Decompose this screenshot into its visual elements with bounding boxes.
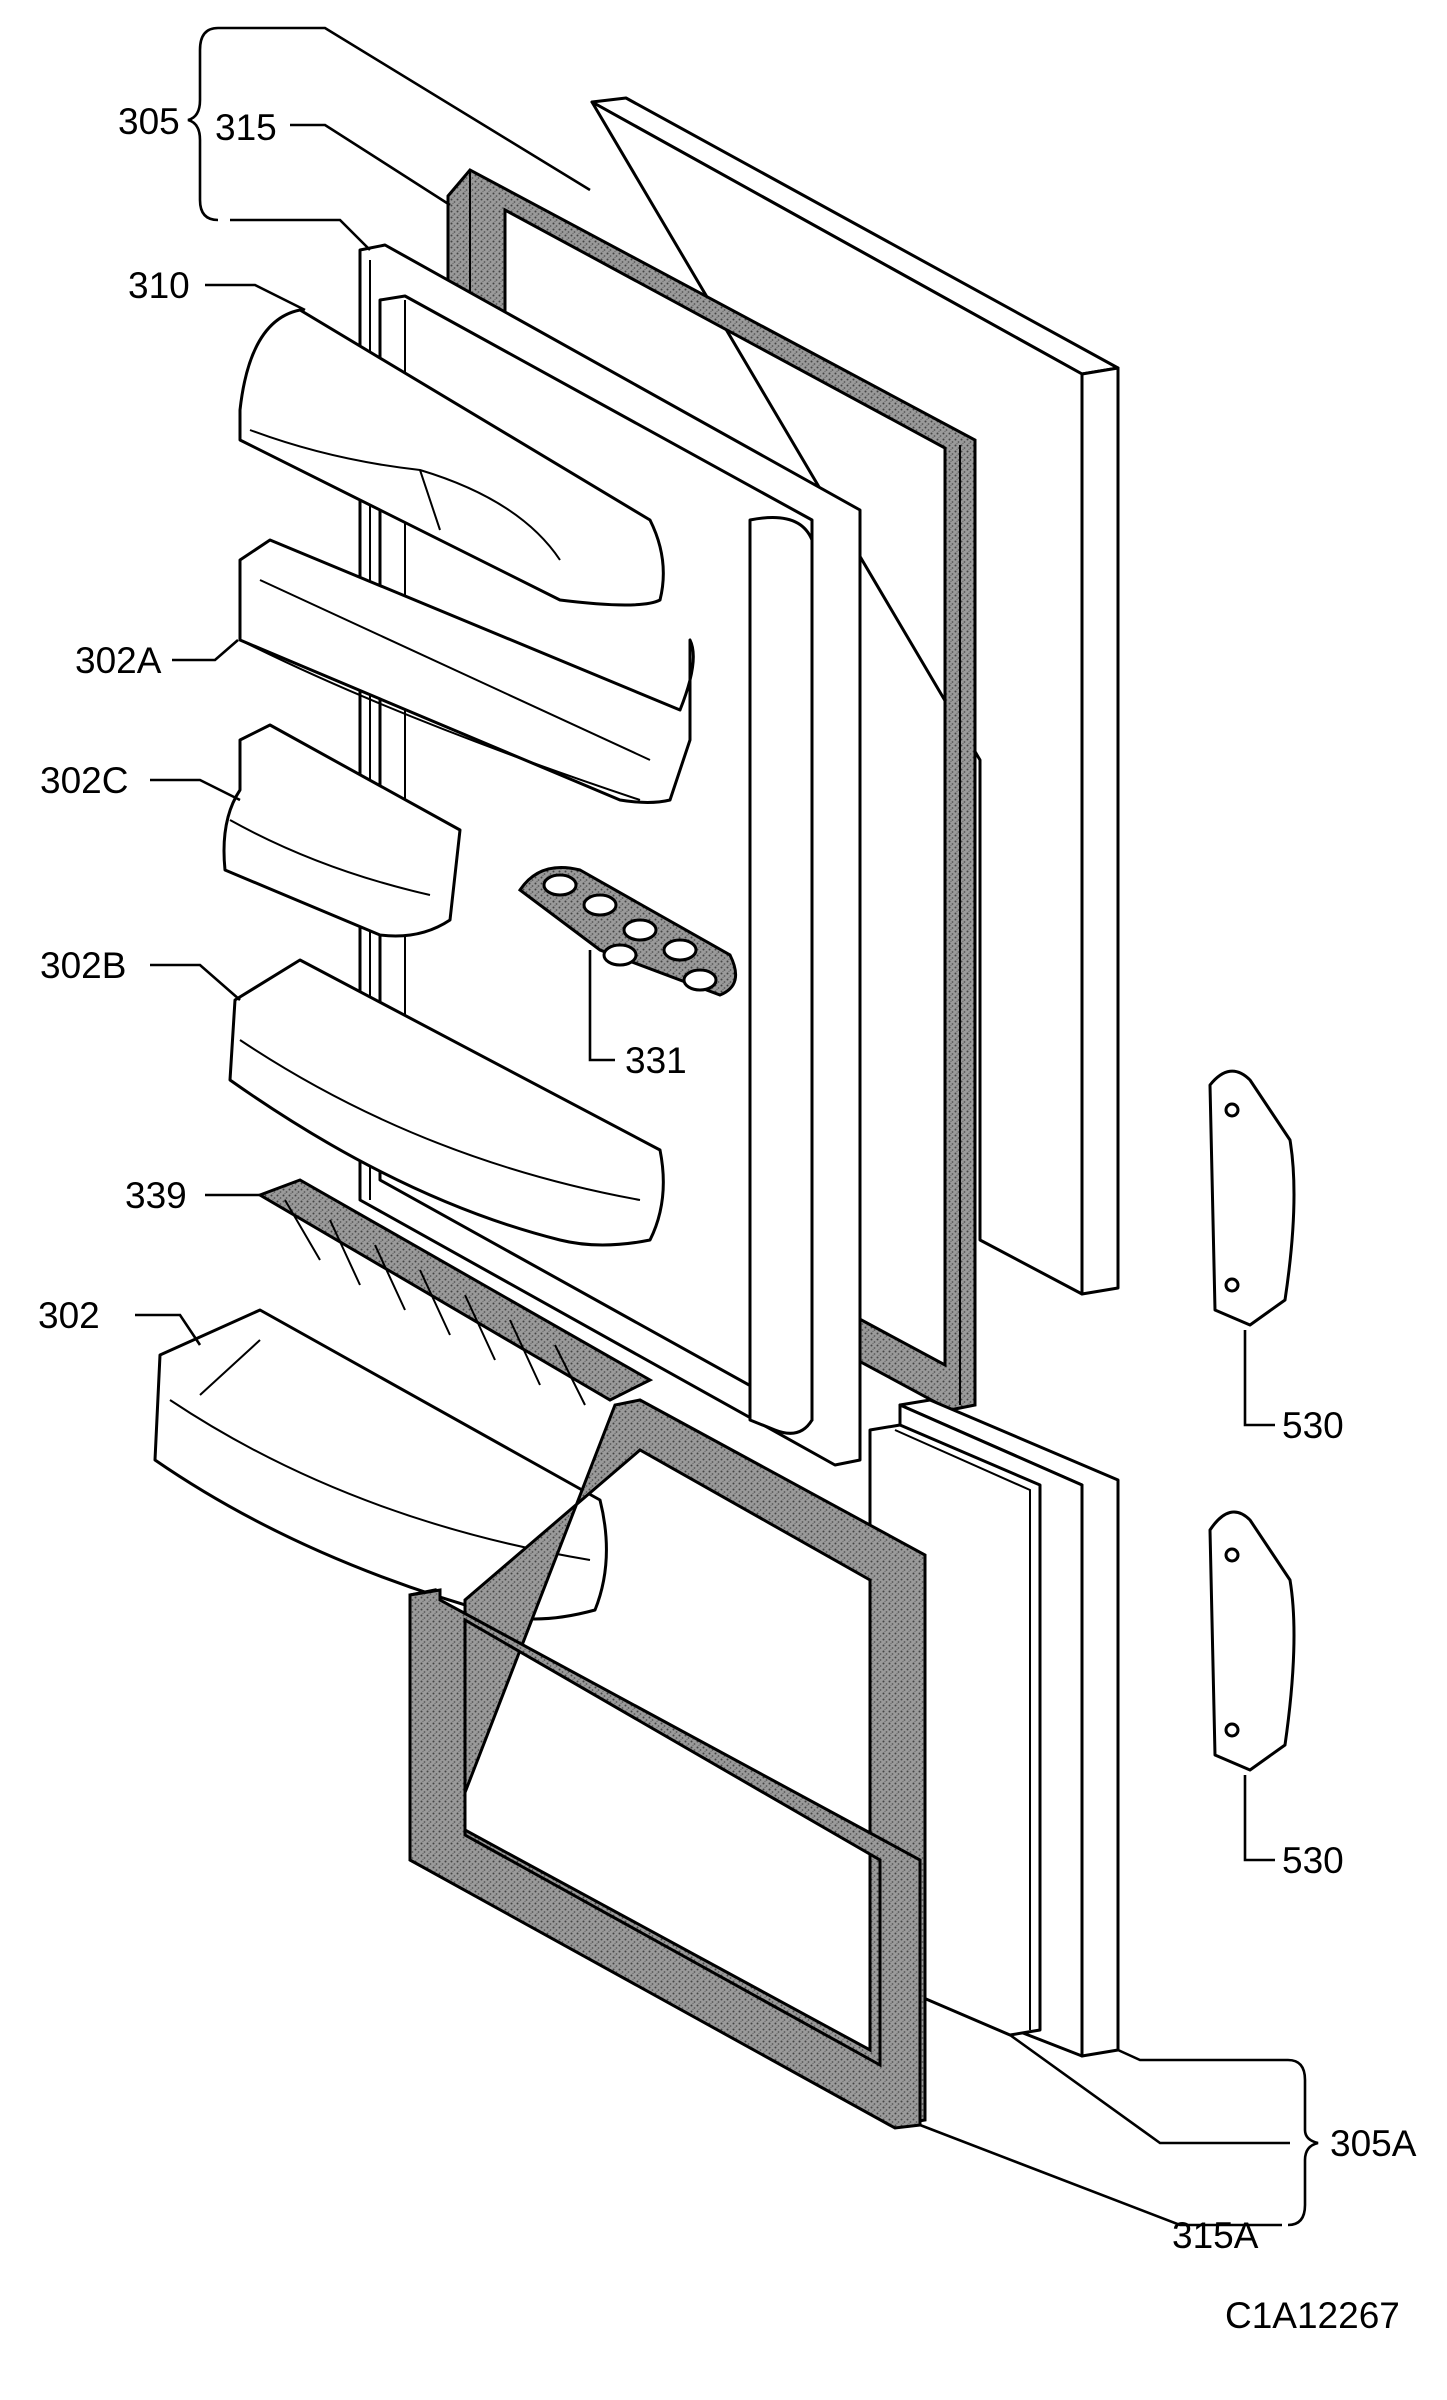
label-530-lower: 530 [1282,1840,1344,1881]
door-shelf-302B [228,958,665,1247]
label-310: 310 [128,265,190,306]
lower-door-gasket-frame [408,1588,922,2130]
leader-lines [135,26,1319,2227]
label-302B: 302B [40,945,126,986]
figure-code: C1A12267 [1225,2295,1400,2336]
egg-tray [517,866,738,997]
butter-compartment [238,308,665,607]
handle-lower [1208,1510,1296,1772]
bottle-rack [256,1178,654,1406]
door-shelf-302C [222,723,462,938]
upper-outer-door-panel [590,96,1120,1296]
label-302: 302 [38,1295,100,1336]
label-302C: 302C [40,760,128,801]
label-315A: 315A [1172,2215,1259,2256]
label-302A: 302A [75,640,162,681]
label-305: 305 [118,101,180,142]
label-315: 315 [215,107,277,148]
label-339: 339 [125,1175,187,1216]
label-530-upper: 530 [1282,1405,1344,1446]
label-331: 331 [625,1040,687,1081]
label-305A: 305A [1330,2123,1417,2164]
handle-upper [1208,1069,1296,1327]
door-shelf-302A [238,538,695,804]
